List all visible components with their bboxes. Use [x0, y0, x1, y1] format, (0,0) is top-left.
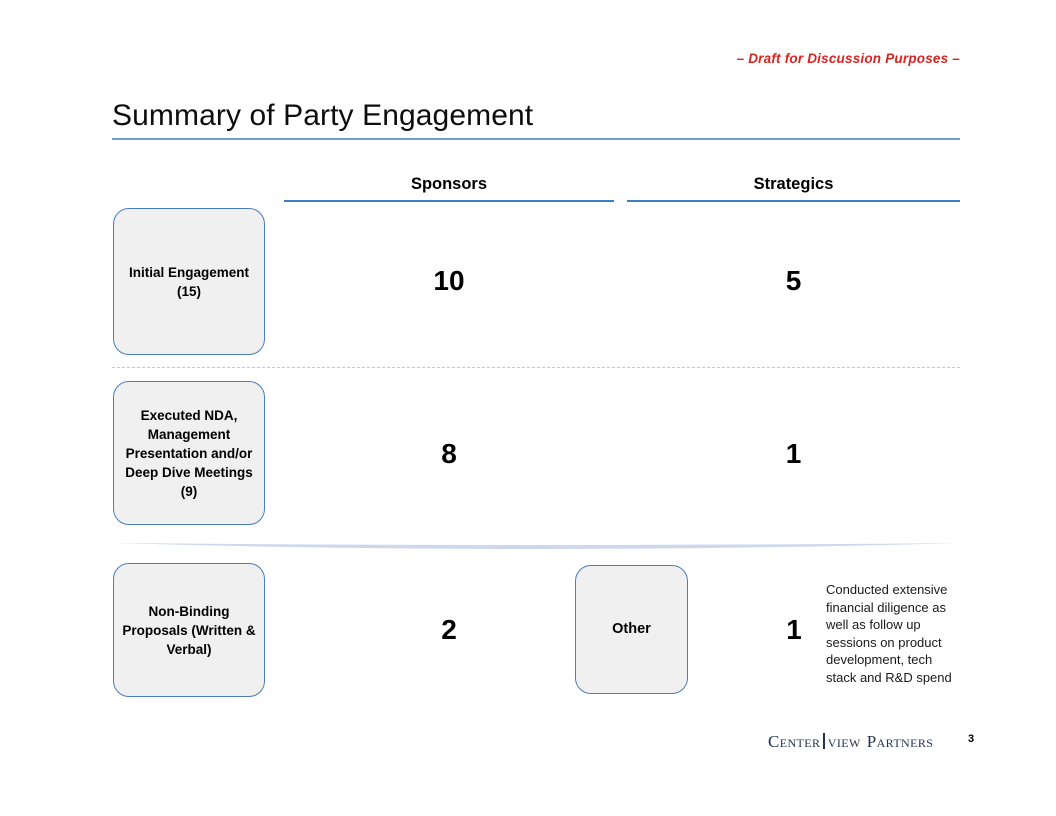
- value-strategics-executed-nda: 1: [785, 438, 802, 469]
- column-header-sponsors: Sponsors: [410, 175, 488, 193]
- value-sponsors-initial-engagement: 10: [433, 265, 465, 296]
- row-divider-lens: [112, 542, 960, 556]
- title-underline-rule: [112, 138, 960, 140]
- row-divider-dashed: [112, 367, 960, 368]
- annotation-diligence-note: Conducted extensive financial diligence …: [826, 582, 952, 685]
- logo-word-view: view: [827, 732, 861, 751]
- value-strategics-initial-engagement: 5: [785, 265, 802, 296]
- logo-word-center: Center: [768, 732, 821, 751]
- column-header-strategics: Strategics: [753, 175, 834, 193]
- page-number: 3: [968, 733, 975, 745]
- stage-box-other: Other: [575, 565, 688, 694]
- column-rule-sponsors: [284, 200, 614, 203]
- stage-box-non-binding-proposals: Non-Binding Proposals (Written & Verbal): [113, 563, 265, 697]
- value-sponsors-executed-nda: 8: [441, 438, 457, 469]
- column-rule-strategics: [627, 200, 960, 203]
- draft-stamp: – Draft for Discussion Purposes –: [736, 51, 960, 66]
- logo-divider-bar: [823, 733, 825, 749]
- value-sponsors-non-binding-proposals: 2: [441, 614, 457, 645]
- logo-word-partners: Partners: [866, 732, 934, 751]
- centerview-partners-logo: Center view Partners: [768, 731, 933, 752]
- page-title: Summary of Party Engagement: [112, 99, 534, 132]
- value-strategics-non-binding-proposals: 1: [786, 614, 802, 645]
- stage-box-executed-nda: Executed NDA, Management Presentation an…: [113, 381, 265, 525]
- stage-box-initial-engagement: Initial Engagement (15): [113, 208, 265, 355]
- lens-divider-shape: [112, 543, 960, 549]
